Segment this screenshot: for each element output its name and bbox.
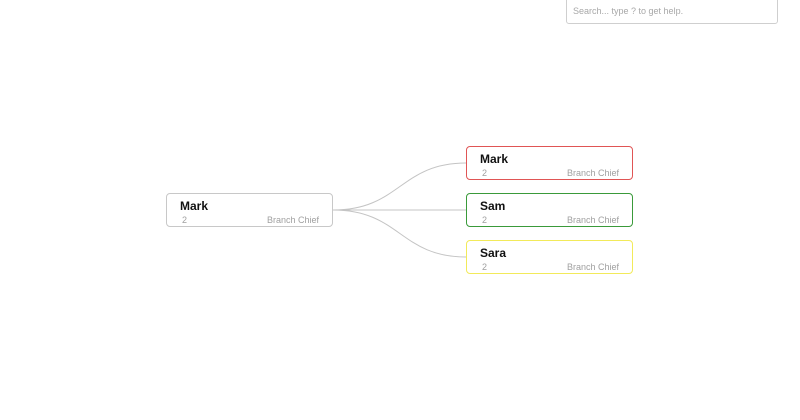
node-name: Sam xyxy=(480,199,506,213)
node-role: Branch Chief xyxy=(566,262,619,272)
node-count: 2 xyxy=(182,215,188,225)
node-card-child[interactable]: Sara 2 Branch Chief xyxy=(466,240,633,274)
node-role: Branch Chief xyxy=(266,215,319,225)
node-count: 2 xyxy=(482,215,488,225)
search-box[interactable] xyxy=(566,0,778,24)
link-root-to-mark xyxy=(332,162,467,211)
node-count: 2 xyxy=(482,168,488,178)
node-count: 2 xyxy=(482,262,488,272)
search-input[interactable] xyxy=(573,4,769,18)
node-role: Branch Chief xyxy=(566,215,619,225)
node-card-child[interactable]: Sam 2 Branch Chief xyxy=(466,193,633,227)
node-name: Sara xyxy=(480,246,507,260)
node-card-child[interactable]: Mark 2 Branch Chief xyxy=(466,146,633,180)
link-root-to-sara xyxy=(332,209,467,258)
node-card-root[interactable]: Mark 2 Branch Chief xyxy=(166,193,333,227)
node-name: Mark xyxy=(480,152,509,166)
node-role: Branch Chief xyxy=(566,168,619,178)
node-name: Mark xyxy=(180,199,209,213)
